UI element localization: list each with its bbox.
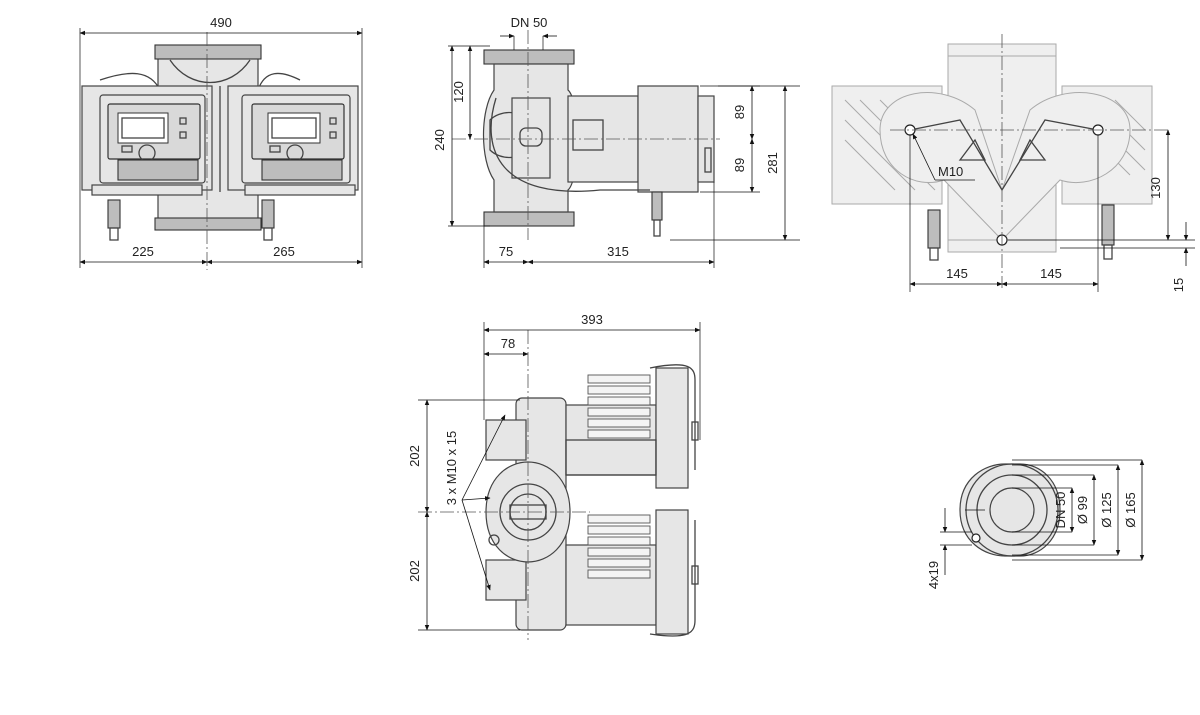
dim-side-315: 315 <box>607 244 629 259</box>
dim-back-130: 130 <box>1148 177 1163 199</box>
dim-side-281: 281 <box>765 152 780 174</box>
dim-side-89-bottom: 89 <box>732 158 747 172</box>
dim-top-202-upper: 202 <box>407 445 422 467</box>
flange-view: DN 50 Ø 99 Ø 125 Ø 165 4x19 <box>926 459 1145 589</box>
dim-back-15: 15 <box>1171 278 1186 292</box>
dim-back-m10: M10 <box>938 164 963 179</box>
front-view: 490 225 265 <box>79 15 363 270</box>
dim-side-120: 120 <box>451 81 466 103</box>
top-view: 393 78 202 202 3 x M10 x 15 <box>407 312 701 640</box>
dim-flange-125: Ø 125 <box>1099 492 1114 527</box>
dim-back-145-left: 145 <box>946 266 968 281</box>
lower-cooling-fins <box>587 514 651 579</box>
dim-side-dn: DN 50 <box>511 15 548 30</box>
dim-side-75: 75 <box>499 244 513 259</box>
dim-front-left: 225 <box>132 244 154 259</box>
dim-flange-holes: 4x19 <box>926 561 941 589</box>
dim-top-m10: 3 x M10 x 15 <box>444 431 459 505</box>
dim-top-202-lower: 202 <box>407 560 422 582</box>
upper-cooling-fins <box>587 374 651 439</box>
flange-bolt-hole-icon <box>971 533 981 543</box>
dim-top-78: 78 <box>501 336 515 351</box>
dim-front-width: 490 <box>210 15 232 30</box>
dim-side-89-top: 89 <box>732 105 747 119</box>
dim-flange-99: Ø 99 <box>1075 496 1090 524</box>
dim-front-right: 265 <box>273 244 295 259</box>
dim-back-145-right: 145 <box>1040 266 1062 281</box>
dim-top-393: 393 <box>581 312 603 327</box>
side-view: DN 50 120 240 89 89 281 75 315 <box>432 15 800 268</box>
back-view: M10 130 15 145 145 <box>831 34 1195 292</box>
dim-flange-165: Ø 165 <box>1123 492 1138 527</box>
dim-flange-dn: DN 50 <box>1053 492 1068 529</box>
dim-side-240: 240 <box>432 129 447 151</box>
